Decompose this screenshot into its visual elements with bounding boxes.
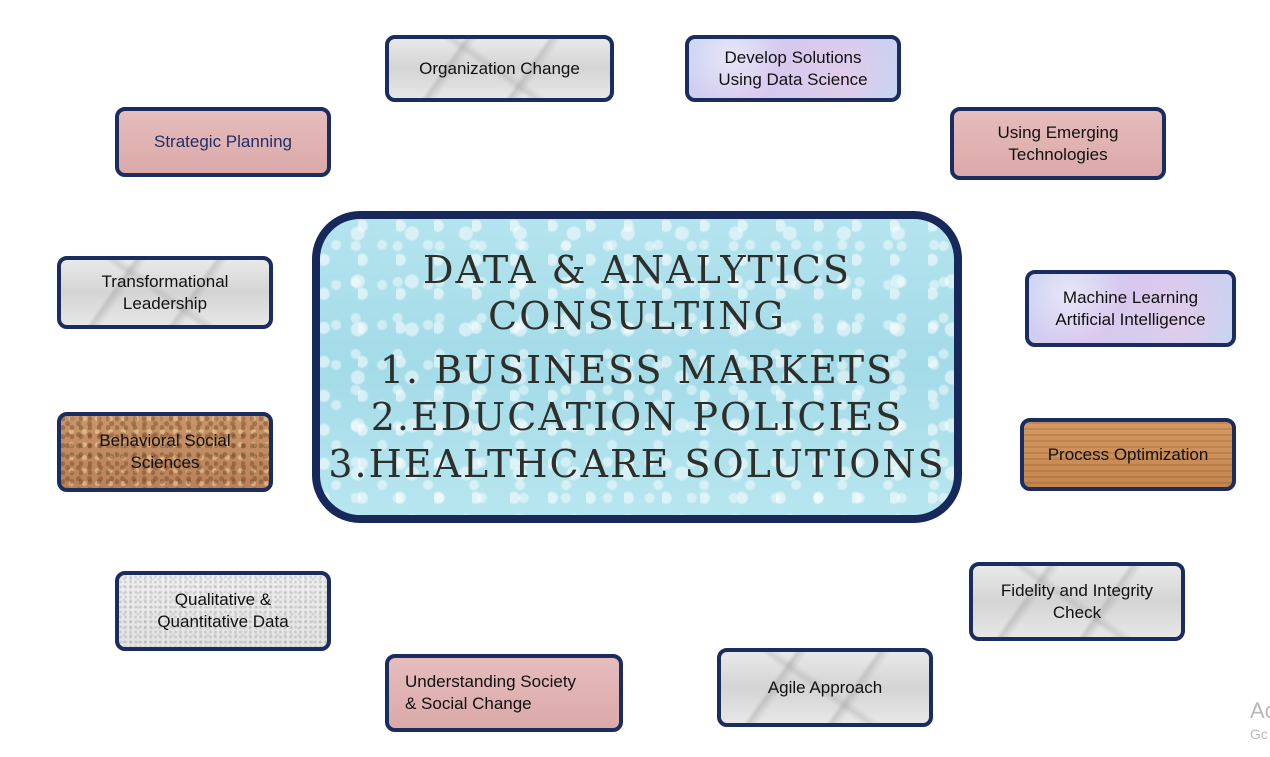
node-label: Qualitative & Quantitative Data — [157, 590, 289, 631]
node-label: Strategic Planning — [154, 132, 292, 151]
central-list-item-1: 1. Business Markets — [379, 347, 895, 392]
central-title-line2: Consulting — [488, 293, 786, 338]
node-label: Organization Change — [419, 58, 580, 78]
node-label: Transformational Leadership — [101, 271, 229, 313]
node-using-emerging-technologies: Using Emerging Technologies — [950, 107, 1166, 180]
node-label: Process Optimization — [1047, 444, 1209, 464]
node-label: Using Emerging Technologies — [997, 122, 1119, 164]
node-machine-learning: Machine Learning Artificial Intelligence — [1025, 270, 1236, 347]
node-transformational-leadership: Transformational Leadership — [57, 256, 273, 329]
node-qualitative-quantitative-data: Qualitative & Quantitative Data — [115, 571, 331, 651]
node-fidelity-integrity-check: Fidelity and Integrity Check — [969, 562, 1185, 641]
node-label: Understanding Society & Social Change — [405, 672, 577, 713]
node-organization-change: Organization Change — [385, 35, 614, 102]
node-label: Machine Learning Artificial Intelligence — [1055, 287, 1206, 329]
node-label: Fidelity and Integrity Check — [1000, 580, 1154, 622]
node-agile-approach: Agile Approach — [717, 648, 933, 727]
central-title: Data & Analytics Consulting — [423, 247, 851, 339]
node-behavioral-social-sciences: Behavioral Social Sciences — [57, 412, 273, 492]
activation-watermark: Ac Gc — [1250, 698, 1270, 744]
node-strategic-planning: Strategic Planning — [115, 107, 331, 177]
node-understanding-society: Understanding Society & Social Change — [385, 654, 623, 732]
node-label: Behavioral Social Sciences — [99, 431, 231, 472]
central-list-item-2: 2.Education Policies — [370, 394, 904, 439]
central-hub: Data & Analytics Consulting 1. Business … — [312, 211, 962, 523]
node-label: Develop Solutions Using Data Science — [718, 47, 868, 89]
node-process-optimization: Process Optimization — [1020, 418, 1236, 491]
central-title-line1: Data & Analytics — [422, 247, 851, 292]
watermark-line1: Ac — [1250, 698, 1270, 723]
node-develop-solutions: Develop Solutions Using Data Science — [685, 35, 901, 102]
central-list: 1. Business Markets 2.Education Policies… — [328, 347, 945, 488]
watermark-line2: Gc — [1250, 726, 1268, 742]
central-list-item-3: 3.Healthcare Solutions — [328, 441, 946, 486]
node-label: Agile Approach — [767, 677, 883, 697]
